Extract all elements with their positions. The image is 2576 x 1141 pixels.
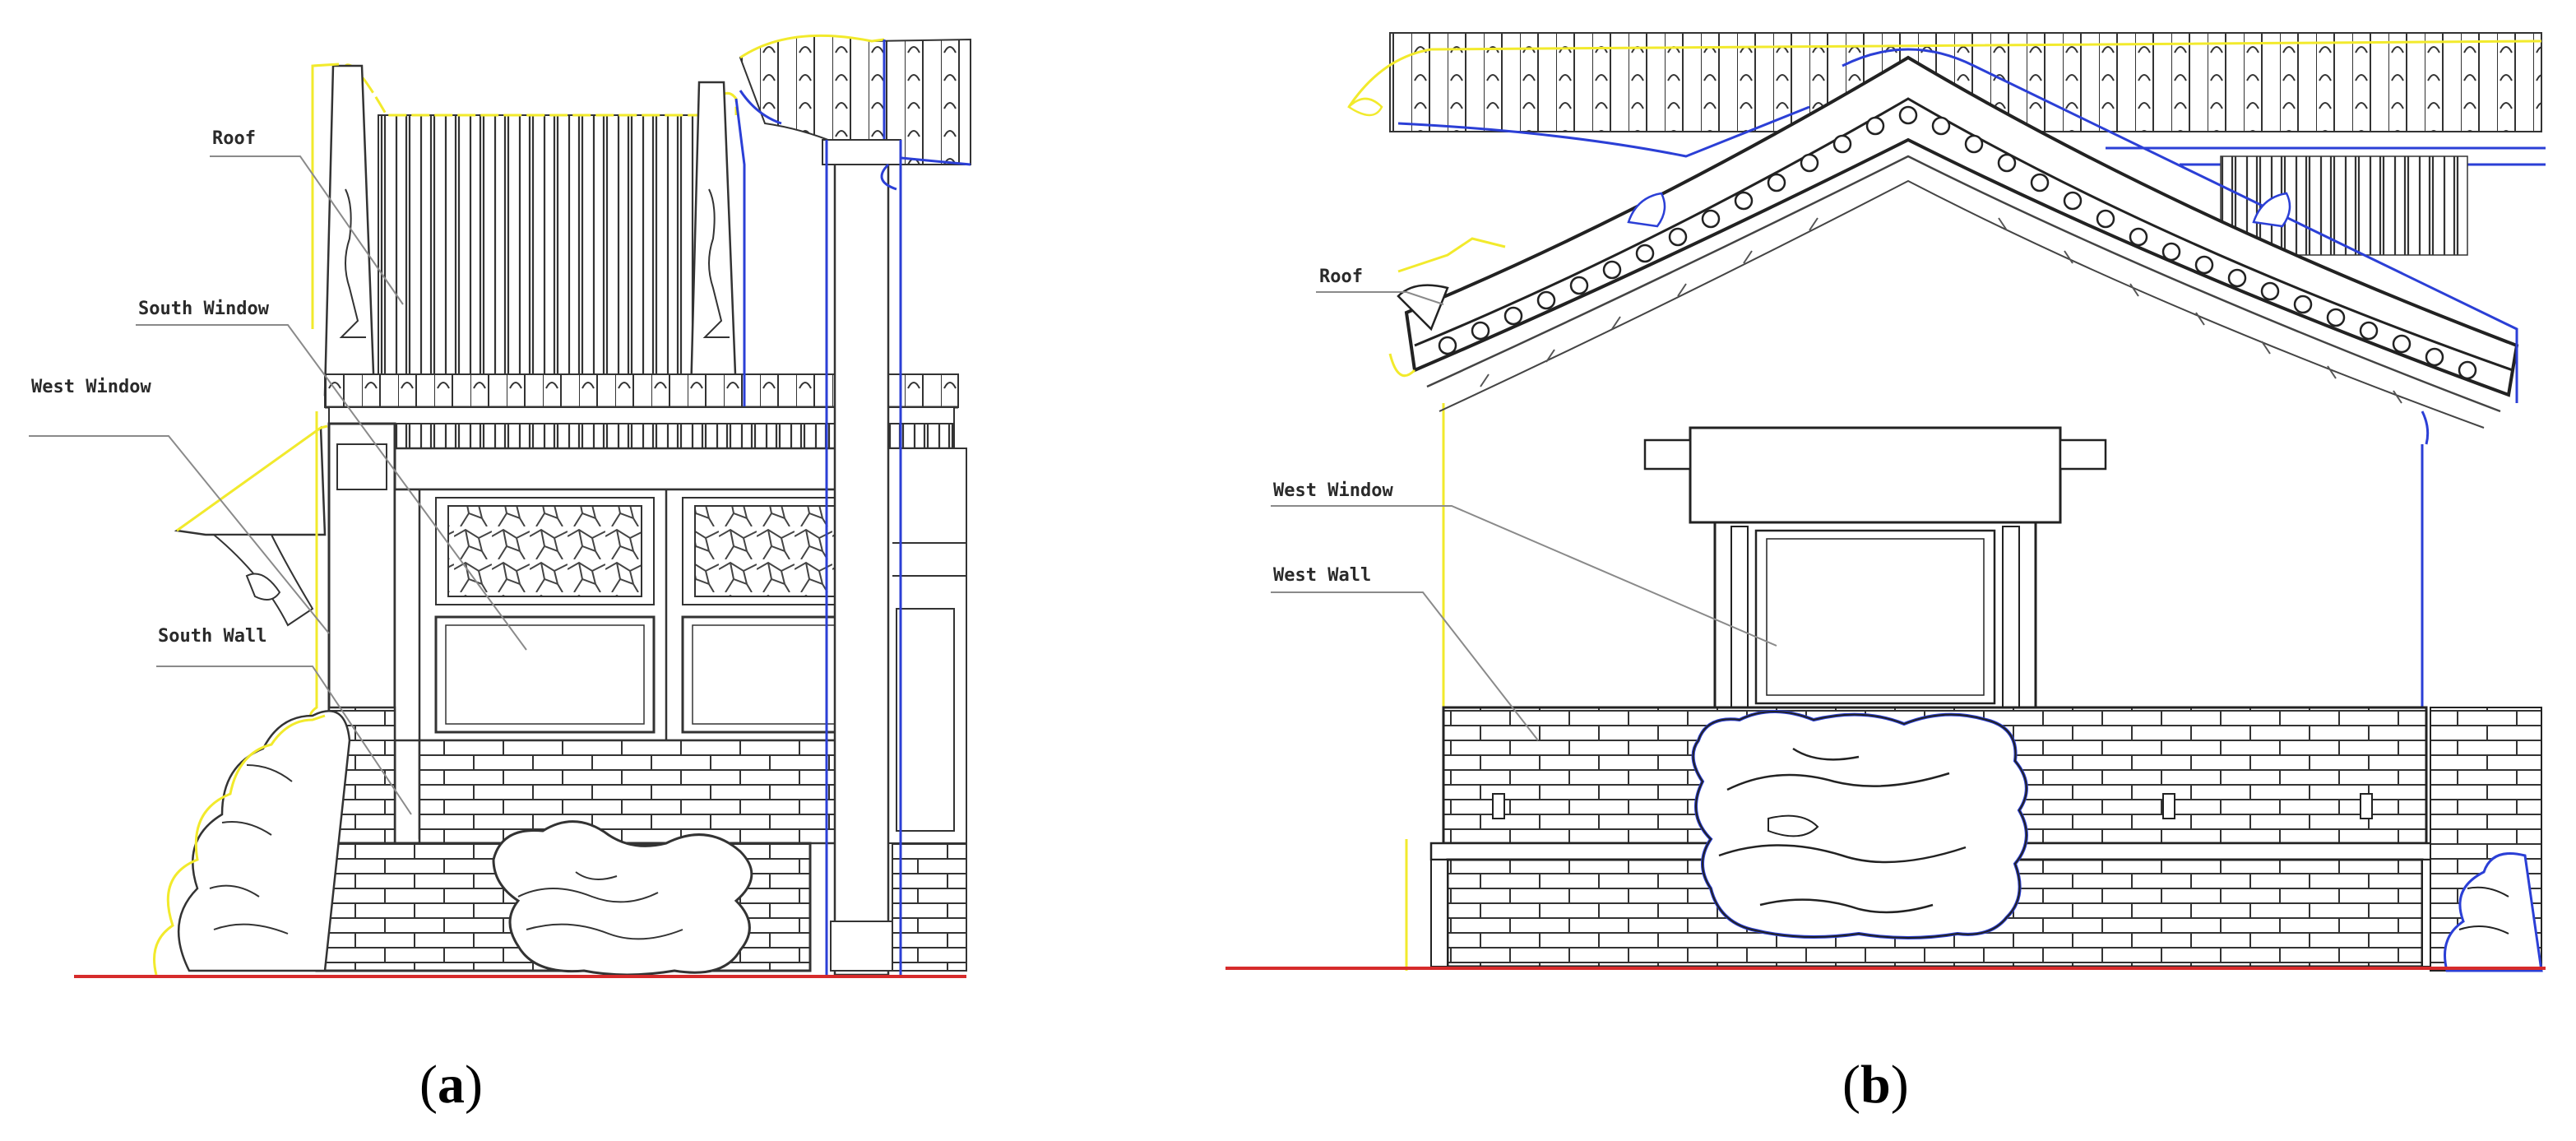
label-south-window: South Window — [138, 299, 270, 319]
panel-a-left-rockery — [153, 710, 351, 976]
panel-a-elevation: Roof South Window West Window South Wall… — [29, 34, 971, 1115]
panel-b-west-window — [1643, 426, 2107, 712]
panel-b-caption: (b) — [1842, 1055, 1909, 1115]
panel-b-labels: Roof West Window West Wall — [1273, 267, 1393, 586]
panel-a-rockery — [492, 820, 753, 976]
panel-b-right-rocks — [2444, 852, 2543, 972]
label-west-window: West Window — [31, 377, 151, 397]
label-roof-b: Roof — [1319, 267, 1363, 287]
panel-a-leaders — [29, 155, 527, 815]
panel-a-caption: (a) — [419, 1055, 483, 1115]
panel-b-roof — [1347, 48, 2519, 429]
label-south-wall: South Wall — [158, 626, 266, 647]
panel-b-rockery — [1691, 710, 2028, 939]
label-west-wall-b: West Wall — [1273, 565, 1371, 586]
panel-a-neighbour-eave — [739, 34, 971, 166]
label-roof: Roof — [212, 128, 256, 149]
panel-a-south-window — [393, 488, 845, 839]
panel-b-elevation: Roof West Window West Wall (b) — [1225, 32, 2546, 1115]
label-west-window-b: West Window — [1273, 480, 1393, 501]
panel-a-pillar — [822, 139, 902, 976]
panel-b-leaders — [1271, 291, 1777, 741]
panel-a-canopy — [174, 424, 328, 627]
panel-a-labels: Roof South Window West Window South Wall — [31, 128, 270, 647]
